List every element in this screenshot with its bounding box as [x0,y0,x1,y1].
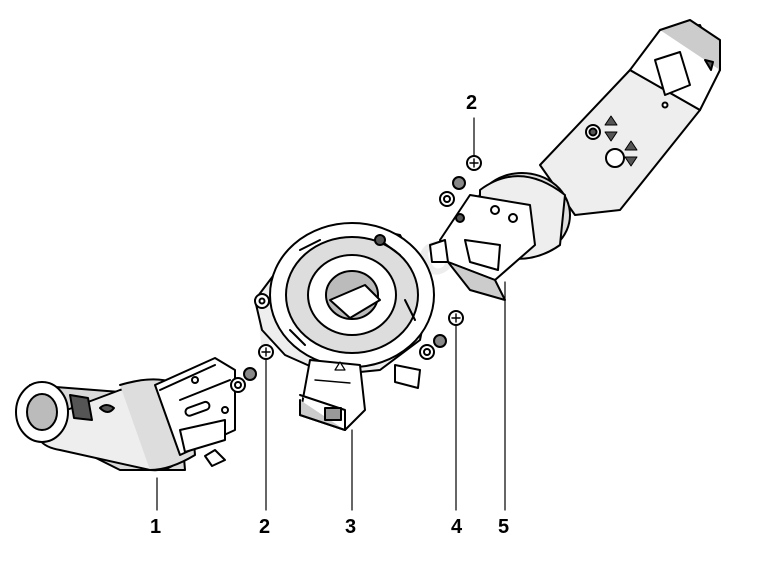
leader-lines [156,117,506,511]
callout-1: 1 [150,516,162,538]
part-2-screw-right [439,155,482,207]
part-2-screw-left [230,344,274,393]
callout-4: 4 [451,516,463,538]
callout-2-right: 2 [466,92,478,114]
part-1-left-stalk-switch [15,357,236,472]
part-4-screw [419,310,464,360]
part-3-clock-spring [254,222,435,431]
callout-5: 5 [498,516,510,538]
callout-3: 3 [345,516,357,538]
part-5-right-stalk-switch [429,19,721,301]
callout-2-left: 2 [259,516,271,538]
